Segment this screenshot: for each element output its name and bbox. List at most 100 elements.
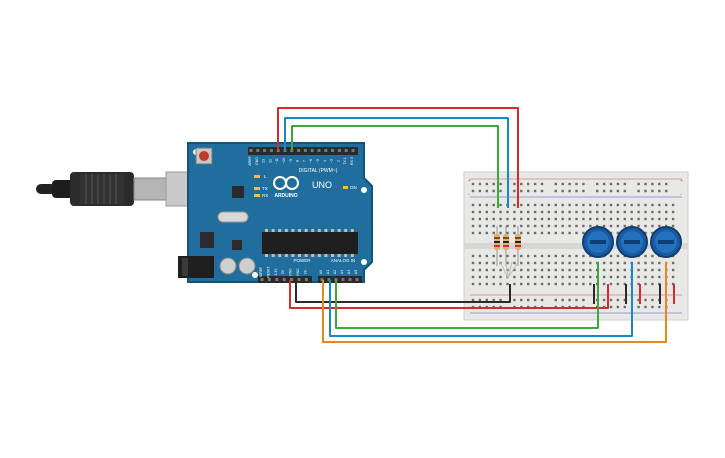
rail-hole[interactable]: [492, 182, 495, 186]
breadboard-hole[interactable]: [589, 268, 592, 272]
breadboard-hole[interactable]: [478, 268, 482, 272]
breadboard-hole[interactable]: [527, 275, 530, 279]
breadboard-hole[interactable]: [582, 268, 585, 272]
breadboard-hole[interactable]: [609, 275, 613, 279]
rail-hole[interactable]: [499, 189, 502, 193]
rail-hole[interactable]: [485, 298, 488, 302]
breadboard-hole[interactable]: [561, 261, 564, 265]
rail-hole[interactable]: [554, 182, 557, 186]
rail-hole[interactable]: [596, 182, 599, 186]
rail-hole[interactable]: [513, 189, 516, 193]
breadboard-hole[interactable]: [602, 224, 606, 228]
digital-pin[interactable]: [283, 149, 287, 152]
breadboard-hole[interactable]: [540, 275, 544, 279]
breadboard-hole[interactable]: [589, 282, 592, 286]
breadboard-hole[interactable]: [589, 224, 592, 228]
digital-pin[interactable]: [337, 149, 341, 152]
breadboard-hole[interactable]: [485, 275, 488, 279]
breadboard-hole[interactable]: [616, 261, 620, 265]
breadboard-hole[interactable]: [492, 210, 495, 214]
breadboard-hole[interactable]: [478, 217, 482, 221]
breadboard-hole[interactable]: [602, 210, 606, 214]
potentiometer-icon[interactable]: [616, 226, 648, 258]
rail-hole[interactable]: [471, 298, 475, 302]
breadboard-hole[interactable]: [665, 203, 668, 207]
rail-hole[interactable]: [616, 305, 620, 309]
breadboard-hole[interactable]: [520, 210, 523, 214]
breadboard-hole[interactable]: [520, 203, 523, 207]
breadboard-hole[interactable]: [637, 224, 640, 228]
breadboard-hole[interactable]: [554, 261, 557, 265]
rail-hole[interactable]: [609, 182, 613, 186]
breadboard-hole[interactable]: [554, 282, 557, 286]
breadboard-hole[interactable]: [527, 217, 530, 221]
breadboard-hole[interactable]: [471, 224, 475, 228]
rail-hole[interactable]: [637, 182, 640, 186]
breadboard-hole[interactable]: [533, 210, 537, 214]
breadboard-hole[interactable]: [520, 254, 523, 258]
breadboard-hole[interactable]: [623, 210, 626, 214]
breadboard-hole[interactable]: [506, 217, 509, 221]
rail-hole[interactable]: [561, 298, 564, 302]
breadboard-hole[interactable]: [616, 203, 620, 207]
digital-pin[interactable]: [256, 149, 260, 152]
breadboard-hole[interactable]: [658, 217, 661, 221]
wire-blue-a1[interactable]: [329, 262, 633, 337]
breadboard-hole[interactable]: [520, 217, 523, 221]
rail-hole[interactable]: [609, 305, 613, 309]
analog-pin[interactable]: [320, 278, 324, 281]
breadboard-hole[interactable]: [609, 254, 613, 258]
breadboard-hole[interactable]: [471, 217, 475, 221]
breadboard-hole[interactable]: [527, 268, 530, 272]
breadboard-hole[interactable]: [513, 231, 516, 235]
breadboard-hole[interactable]: [637, 282, 640, 286]
breadboard-hole[interactable]: [575, 217, 578, 221]
breadboard-hole[interactable]: [485, 231, 488, 235]
breadboard-hole[interactable]: [527, 203, 530, 207]
rail-hole[interactable]: [651, 182, 654, 186]
breadboard-hole[interactable]: [568, 203, 571, 207]
breadboard-hole[interactable]: [568, 210, 571, 214]
breadboard-hole[interactable]: [499, 254, 502, 258]
breadboard-hole[interactable]: [609, 261, 613, 265]
rail-hole[interactable]: [568, 298, 571, 302]
breadboard-hole[interactable]: [561, 231, 564, 235]
breadboard-hole[interactable]: [533, 231, 537, 235]
breadboard-hole[interactable]: [568, 275, 571, 279]
potentiometer-icon[interactable]: [582, 226, 614, 258]
breadboard-hole[interactable]: [582, 231, 585, 235]
breadboard-hole[interactable]: [609, 282, 613, 286]
breadboard-hole[interactable]: [478, 231, 482, 235]
breadboard-hole[interactable]: [568, 268, 571, 272]
breadboard-hole[interactable]: [540, 217, 544, 221]
breadboard-hole[interactable]: [492, 231, 495, 235]
rail-hole[interactable]: [478, 298, 482, 302]
rail-hole[interactable]: [623, 189, 626, 193]
breadboard-hole[interactable]: [554, 275, 557, 279]
breadboard-hole[interactable]: [533, 282, 537, 286]
breadboard-hole[interactable]: [485, 210, 488, 214]
breadboard-hole[interactable]: [485, 217, 488, 221]
rail-hole[interactable]: [561, 182, 564, 186]
rail-hole[interactable]: [513, 182, 516, 186]
breadboard-hole[interactable]: [520, 231, 523, 235]
breadboard-hole[interactable]: [533, 275, 537, 279]
breadboard-hole[interactable]: [499, 203, 502, 207]
breadboard-hole[interactable]: [644, 231, 647, 235]
rail-hole[interactable]: [665, 182, 668, 186]
breadboard-hole[interactable]: [637, 275, 640, 279]
breadboard-hole[interactable]: [589, 261, 592, 265]
breadboard-hole[interactable]: [616, 224, 620, 228]
breadboard-hole[interactable]: [665, 210, 668, 214]
breadboard-hole[interactable]: [513, 210, 516, 214]
power-pin[interactable]: [275, 278, 279, 281]
rail-hole[interactable]: [568, 182, 571, 186]
breadboard-hole[interactable]: [575, 224, 578, 228]
breadboard-hole[interactable]: [651, 203, 654, 207]
wire-green-a0[interactable]: [335, 262, 599, 329]
breadboard-hole[interactable]: [658, 261, 661, 265]
breadboard-hole[interactable]: [609, 217, 613, 221]
resistor-icon[interactable]: [515, 226, 521, 266]
rail-hole[interactable]: [499, 182, 502, 186]
